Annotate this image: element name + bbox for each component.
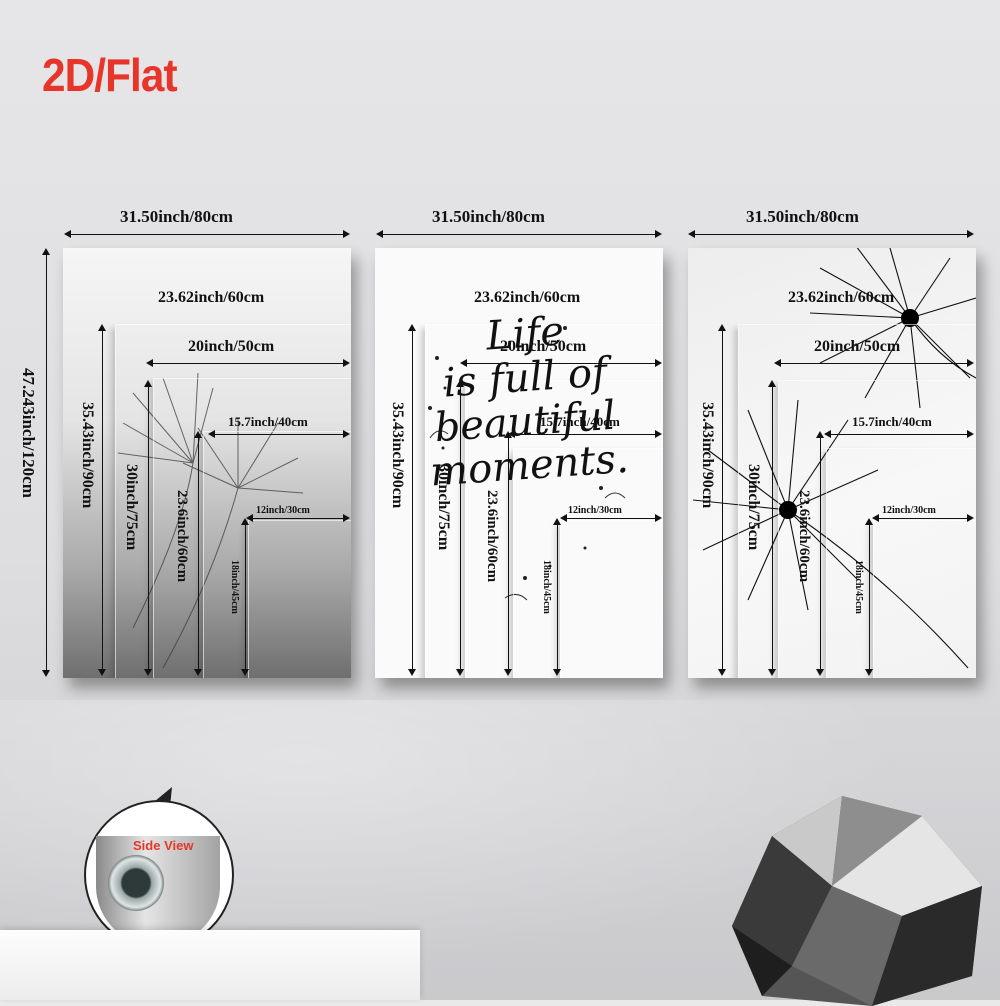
canvas-panel-dandelion-gray [63,248,351,678]
panel-3-line-h90 [718,324,726,676]
panel-1-label-w60: 23.62inch/60cm [158,289,265,306]
panel-2-label-w30: 12inch/30cm [568,505,622,516]
side-view-label: Side View [133,838,194,853]
panel-1-width-label: 31.50inch/80cm [120,207,233,226]
panel-2-line-w50 [460,359,662,367]
panel-3-label-h45: 18inch/45cm [853,560,864,614]
size-frame-40x60 [826,448,976,678]
panel-3-width-line [688,230,974,238]
panel-2-line-h45 [553,518,561,676]
panel-2-label-w40: 15.7inch/40cm [540,414,620,429]
dandelion-art [117,372,304,669]
faceted-ornament [732,796,982,1006]
panel-3-line-h45 [865,518,873,676]
panel-2-line-h75 [456,380,464,676]
panel-1-line-h90 [98,324,106,676]
panel-1-line-h60 [194,431,202,676]
panel-3-label-h90: 35.43inch/90cm [699,402,716,509]
panel-1-label-h60: 23.6inch/60cm [174,490,190,583]
panel-1-width-line [64,230,350,238]
panel-1-label-w30: 12inch/30cm [256,505,310,516]
dandelion-art [692,248,976,669]
panel-2-label-w50: 20inch/50cm [500,338,587,355]
size-frame-40x60 [203,431,351,678]
panel-2-label-w60: 23.62inch/60cm [474,289,581,306]
size-frame-60x90 [425,324,663,678]
panel-1-label-w50: 20inch/50cm [188,338,275,355]
size-frame-50x75 [778,380,976,678]
panel-1-line-h75 [144,380,152,676]
panel-2-line-w40 [508,430,662,438]
panel-3-width-label: 31.50inch/80cm [746,207,859,226]
panel-3-label-h60: 23.6inch/60cm [796,490,812,583]
panel-3-line-w30 [872,514,974,522]
panel-2-width-line [376,230,662,238]
panel-3-line-w40 [824,430,974,438]
size-frame-30x45 [248,520,351,678]
panel-2-line-h60 [504,431,512,676]
panel-3-line-h75 [768,380,776,676]
panel-3-line-w50 [774,359,974,367]
canvas-panel-quote [375,248,663,678]
panel-1-label-h90: 35.43inch/90cm [79,402,96,509]
panel-2-label-h60: 23.6inch/60cm [484,490,500,583]
ink-splatter-art [428,326,626,601]
height-dimension-line [42,248,50,677]
panel-1-line-h45 [241,518,249,676]
panel-1-line-w30 [246,514,350,522]
white-book-decor [0,930,420,1000]
size-frame-50x75 [465,380,663,678]
size-frame-30x45 [873,520,976,678]
canvas-panel-dandelion-bw [688,248,976,678]
panel-2-label-h75: 30inch/75cm [435,464,452,551]
panel-1-line-w40 [208,430,350,438]
size-frame-30x45 [560,520,663,678]
panel-3-label-h75: 30inch/75cm [745,464,762,551]
panel-3-label-w30: 12inch/30cm [882,505,936,516]
size-frame-50x75 [153,378,351,678]
panel-3-label-w40: 15.7inch/40cm [852,414,932,429]
panel-1-label-h75: 30inch/75cm [123,464,140,551]
size-frame-60x90 [115,324,351,678]
panel-1-label-w40: 15.7inch/40cm [228,414,308,429]
panel-1-line-w50 [146,359,350,367]
panel-2-label-h45: 18inch/45cm [541,560,552,614]
panel-3-line-h60 [816,431,824,676]
panel-3-label-w60: 23.62inch/60cm [788,289,895,306]
size-frame-60x90 [738,324,976,678]
panel-2-width-label: 31.50inch/80cm [432,207,545,226]
roll-end-icon [108,855,164,911]
panel-1-label-h45: 18inch/45cm [229,560,240,614]
panel-2-line-w30 [560,514,662,522]
panel-2-label-h90: 35.43inch/90cm [389,402,406,509]
flat-badge: 2D/Flat [42,49,178,101]
panel-2-line-h90 [408,324,416,676]
size-frame-40x60 [513,448,663,678]
height-label: 47.243inch/120cm [19,368,38,498]
panel-3-label-w50: 20inch/50cm [814,338,901,355]
